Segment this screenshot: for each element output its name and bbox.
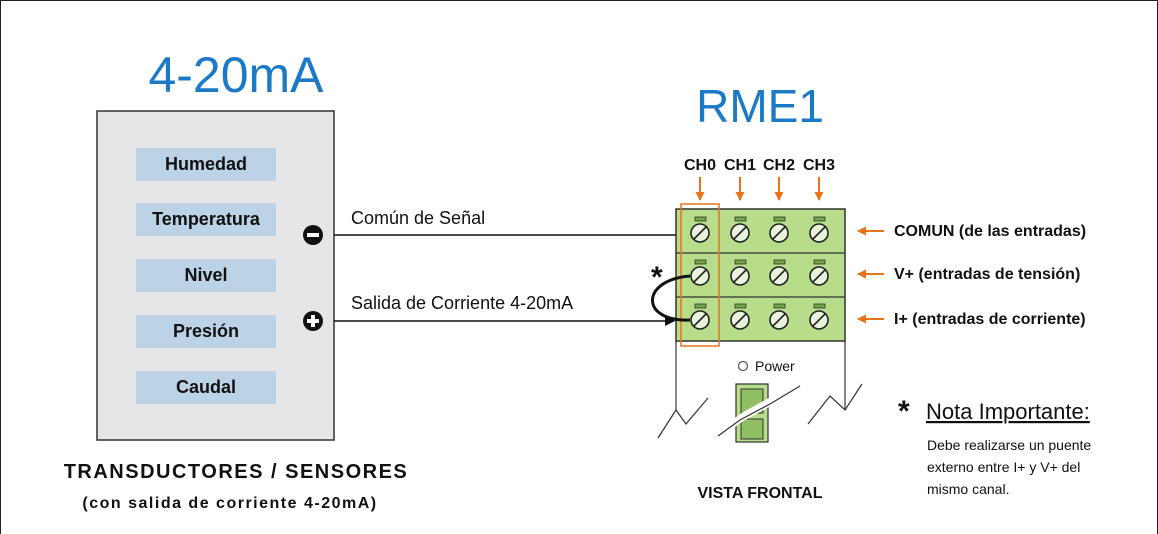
note-asterisk: * [898,395,910,428]
ch0-highlight [680,203,720,347]
terminal-screw-icon [769,303,789,330]
front-view-label: VISTA FRONTAL [697,485,822,502]
sensor-block-title: 4-20mA [148,47,324,103]
sensor-item: Temperatura [136,203,276,236]
terminal-row-label: COMUN (de las entradas) [894,223,1086,240]
sensor-label: Humedad [165,154,247,174]
plus-terminal-icon [303,311,323,331]
terminal-screw-icon [730,303,750,330]
channel-label: CH1 [724,157,756,174]
sensor-item: Caudal [136,371,276,404]
terminal-screw-icon [769,259,789,286]
break-mask [717,381,797,439]
sensor-caption: TRANSDUCTORES / SENSORES [64,461,409,483]
current-output-label: Salida de Corriente 4-20mA [351,293,573,313]
note-line: externo entre I+ y V+ del [927,459,1080,475]
sensor-label: Presión [173,321,239,341]
power-label: Power [755,358,795,374]
terminal-screw-icon [730,259,750,286]
note-line: mismo canal. [927,481,1009,497]
sensor-item: Presión [136,315,276,348]
common-signal-label: Común de Señal [351,208,485,228]
break-line-icon [807,383,863,425]
channel-label: CH3 [803,157,835,174]
sensor-label: Temperatura [152,209,261,229]
break-line-icon [657,397,709,439]
terminal-screw-icon [769,216,789,243]
break-line-icon [717,385,801,437]
terminal-screws [690,216,829,330]
terminal-screw-icon [690,259,710,286]
channel-label: CH2 [763,157,795,174]
sensor-item: Humedad [136,148,276,181]
terminal-screw-icon [690,216,710,243]
terminal-row-labels: COMUN (de las entradas) V+ (entradas de t… [857,223,1086,328]
sensor-label: Nivel [184,265,227,285]
terminal-screw-icon [809,303,829,330]
terminal-screw-icon [809,259,829,286]
external-jumper [651,274,691,322]
module-title: RME1 [696,80,824,132]
terminal-row-label: I+ (entradas de corriente) [894,311,1086,328]
channel-headers: CH0 CH1 CH2 CH3 [684,157,835,201]
sensor-caption-sub: (con salida de corriente 4-20mA) [82,495,377,512]
terminal-row-label: V+ (entradas de tensión) [894,266,1080,283]
power-led-icon [737,360,749,372]
terminal-screw-icon [690,303,710,330]
note-line: Debe realizarse un puente [927,437,1091,453]
terminal-screw-icon [809,216,829,243]
jumper-asterisk: * [651,261,663,294]
terminal-screw-icon [730,216,750,243]
sensor-item: Nivel [136,259,276,292]
note-title: Nota Importante: [926,399,1090,424]
sensor-label: Caudal [176,377,236,397]
minus-terminal-icon [303,225,323,245]
channel-label: CH0 [684,157,716,174]
